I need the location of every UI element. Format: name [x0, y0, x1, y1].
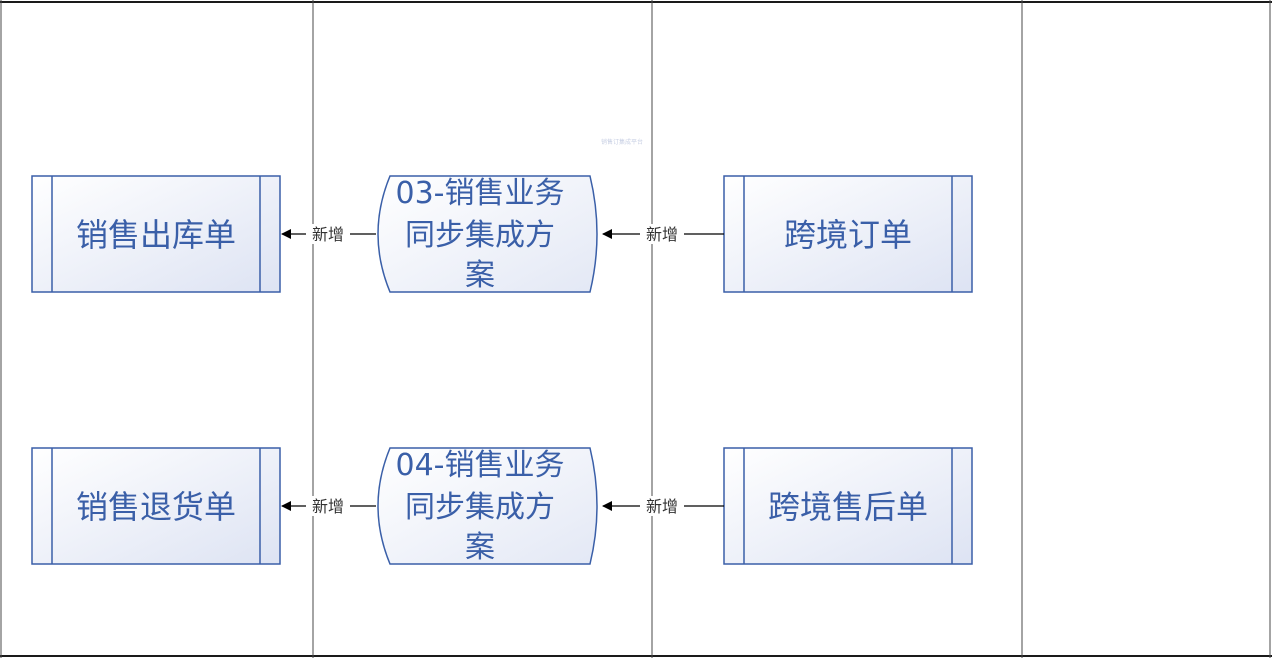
edge-label-2: 新增 — [646, 225, 678, 244]
edge-plan04-to-return: 新增 — [281, 496, 376, 516]
edge-label-4: 新增 — [646, 497, 678, 516]
node-sales-return[interactable]: 销售退货单 — [31, 447, 281, 565]
node-cross-border-aftersale-label: 跨境售后单 — [768, 488, 928, 526]
faint-caption: 销售订集成平台 — [601, 138, 643, 146]
edge-label-1: 新增 — [312, 225, 344, 244]
node-plan-03-line-2: 同步集成方 — [405, 218, 555, 253]
node-sales-outbound[interactable]: 销售出库单 — [31, 175, 281, 293]
node-cross-border-order[interactable]: 跨境订单 — [723, 175, 973, 293]
node-plan-04[interactable]: 04-销售业务 同步集成方 案 — [377, 447, 598, 565]
node-plan-04-line-2: 同步集成方 — [405, 490, 555, 525]
node-plan-03-line-1: 03-销售业务 — [396, 176, 565, 211]
node-cross-border-aftersale[interactable]: 跨境售后单 — [723, 447, 973, 565]
node-plan-04-line-1: 04-销售业务 — [396, 448, 565, 483]
edge-label-3: 新增 — [312, 497, 344, 516]
node-sales-outbound-label: 销售出库单 — [76, 216, 236, 254]
edge-order-to-plan03: 新增 — [602, 224, 724, 244]
node-plan-04-line-3: 案 — [465, 530, 495, 565]
node-sales-return-label: 销售退货单 — [76, 488, 236, 526]
edge-plan03-to-outbound: 新增 — [281, 224, 376, 244]
node-plan-03-line-3: 案 — [465, 258, 495, 293]
node-cross-border-order-label: 跨境订单 — [784, 216, 912, 254]
node-plan-03[interactable]: 03-销售业务 同步集成方 案 — [377, 175, 598, 293]
edge-aftersale-to-plan04: 新增 — [602, 496, 724, 516]
